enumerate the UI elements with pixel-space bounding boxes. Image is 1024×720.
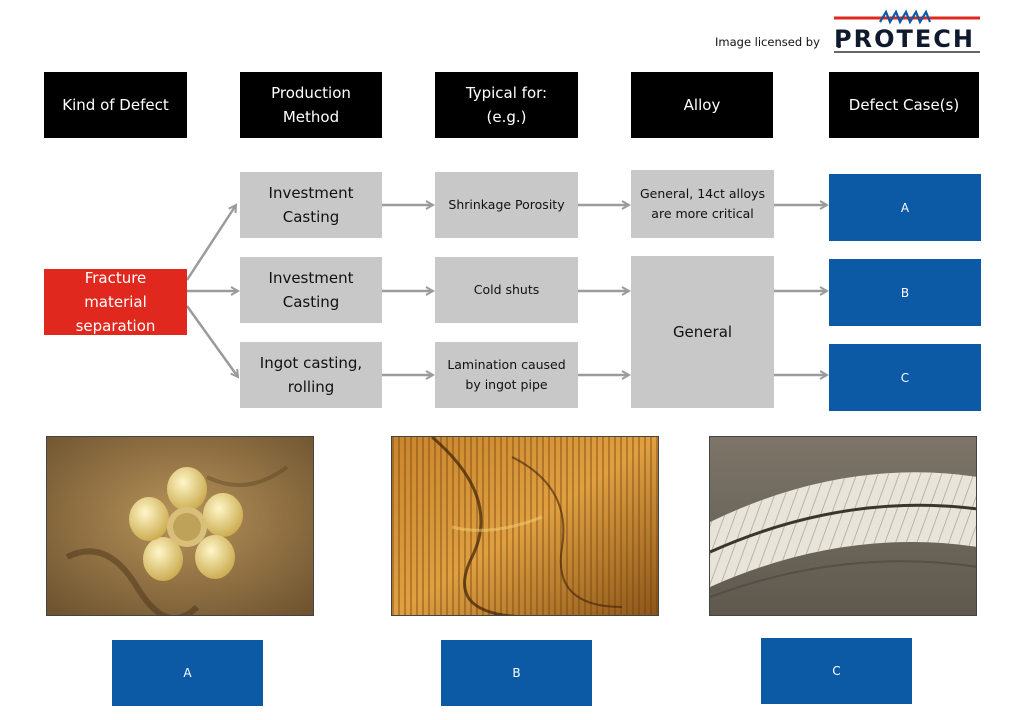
cold-shut-image [392, 437, 658, 615]
column-header-alloy: Alloy [631, 72, 773, 138]
row2-case-b: B [829, 259, 981, 326]
lamination-image [710, 437, 976, 615]
row1-production-method: Investment Casting [240, 172, 382, 238]
defect-fracture-box: Fracture material separation [44, 269, 187, 335]
column-header-kind-of-defect: Kind of Defect [44, 72, 187, 138]
arrow-defect-to-row3 [185, 305, 238, 377]
photo-case-c [709, 436, 977, 616]
logo-text: PROTECH [834, 25, 975, 53]
row2-typical-for: Cold shuts [435, 257, 578, 323]
logo-graphic [834, 9, 980, 53]
row3-production-method: Ingot casting, rolling [240, 342, 382, 408]
column-header-typical-for: Typical for: (e.g.) [435, 72, 578, 138]
photo-case-a [46, 436, 314, 616]
column-header-production-method: Production Method [240, 72, 382, 138]
row1-case-a: A [829, 174, 981, 241]
row3-typical-for: Lamination caused by ingot pipe [435, 342, 578, 408]
column-header-defect-cases: Defect Case(s) [829, 72, 979, 138]
alloy-general-box: General [631, 256, 774, 408]
arrow-defect-to-row1 [185, 205, 236, 281]
flower-porosity-image [47, 437, 313, 615]
row1-alloy: General, 14ct alloys are more critical [631, 170, 774, 238]
row1-typical-for: Shrinkage Porosity [435, 172, 578, 238]
photo-caption-a: A [112, 640, 263, 706]
photo-caption-b: B [441, 640, 592, 706]
photo-case-b [391, 436, 659, 616]
row2-production-method: Investment Casting [240, 257, 382, 323]
photo-caption-c: C [761, 638, 912, 704]
row3-case-c: C [829, 344, 981, 411]
protech-logo: PROTECH [832, 8, 982, 56]
license-text: Image licensed by [715, 35, 820, 49]
